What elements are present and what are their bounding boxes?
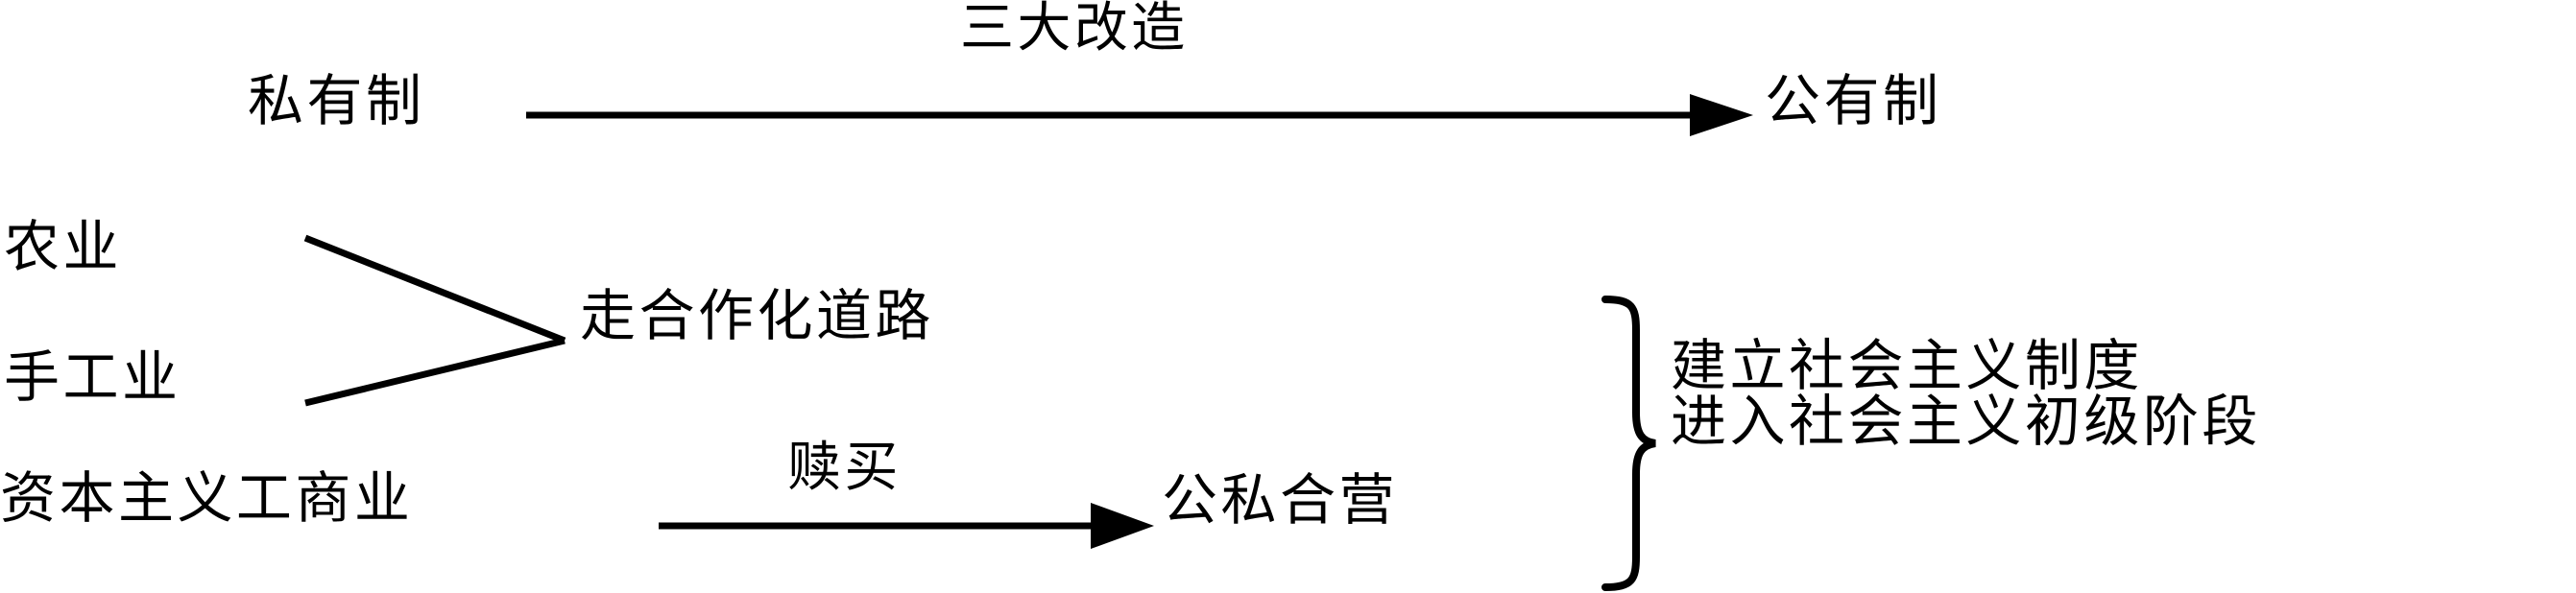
label-joint-operation: 公私合营 <box>1162 467 1398 533</box>
converging-lines-to-cooperative <box>303 234 566 407</box>
arrow-private-to-public <box>526 94 1753 136</box>
label-cooperative-path: 走合作化道路 <box>580 283 934 348</box>
outcome-line-enter-primary-stage: 进入社会主义初级阶段 <box>1671 389 2261 454</box>
label-public-ownership: 公有制 <box>1765 68 1942 133</box>
label-agriculture: 农业 <box>4 214 122 279</box>
outcome-line-establish-socialist-system: 建立社会主义制度 <box>1671 333 2143 398</box>
label-capitalist-industry: 资本主义工商业 <box>0 465 414 531</box>
label-redemption-edge: 赎买 <box>787 437 902 499</box>
arrow-capitalist-to-joint <box>659 503 1154 549</box>
label-handicraft: 手工业 <box>4 344 181 410</box>
label-three-transformations: 三大改造 <box>960 0 1189 59</box>
outcome-block: 建立社会主义制度 进入社会主义初级阶段 <box>1671 338 2261 449</box>
label-private-ownership: 私有制 <box>248 68 425 133</box>
right-curly-brace <box>1601 296 1656 591</box>
